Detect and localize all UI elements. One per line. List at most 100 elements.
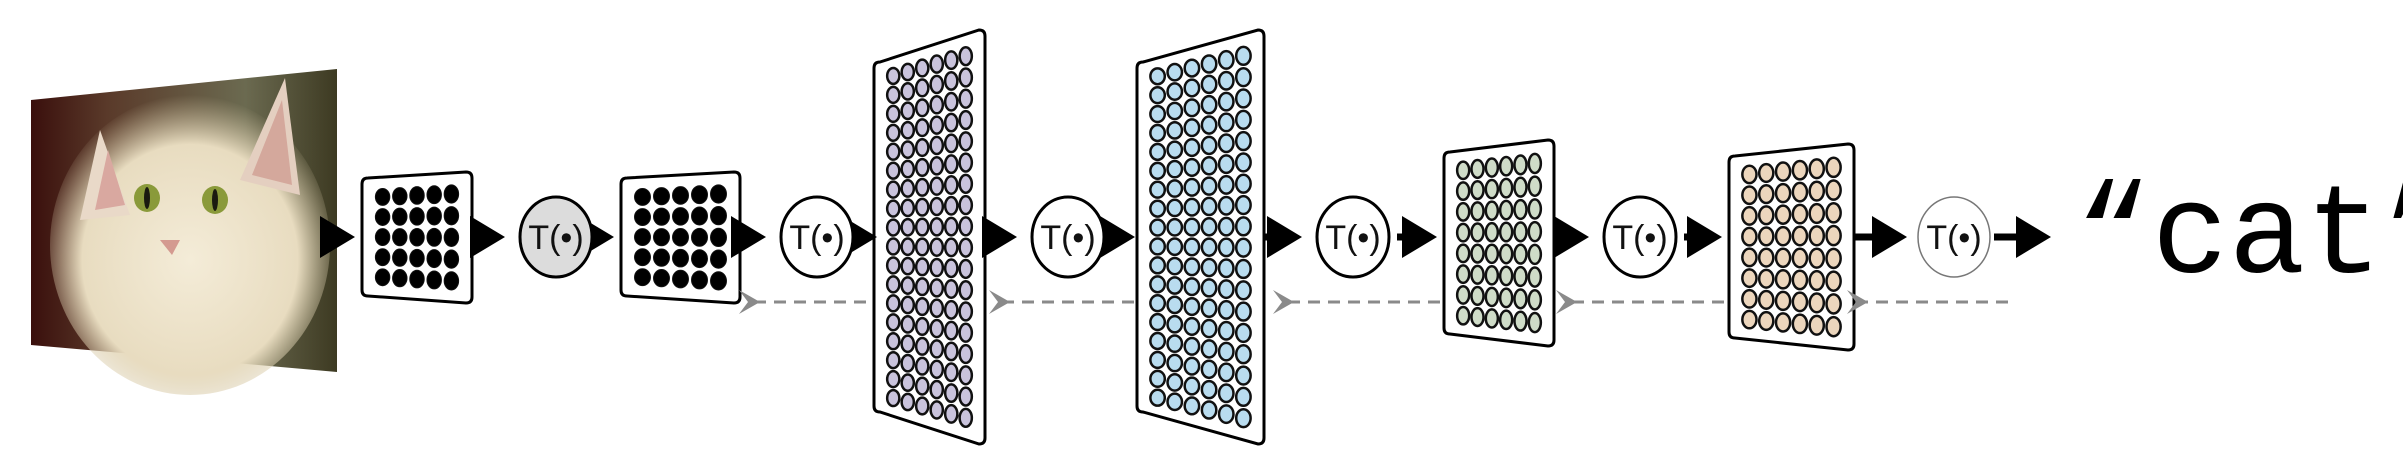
operator-label: T(•)	[789, 219, 844, 257]
transform-operator: T(•)	[1602, 195, 1678, 279]
neuron	[914, 137, 930, 158]
layer-2	[619, 170, 742, 305]
neuron	[958, 343, 974, 365]
neuron	[1825, 156, 1842, 179]
neuron	[1200, 237, 1218, 257]
neuron	[653, 269, 670, 288]
neuron	[1791, 247, 1809, 269]
neuron	[929, 54, 945, 74]
neuron	[929, 257, 945, 278]
neuron	[900, 120, 916, 140]
neuron	[943, 279, 959, 300]
neuron	[1774, 225, 1792, 247]
neuron	[1484, 200, 1500, 221]
neuron	[1217, 174, 1235, 195]
neuron	[943, 362, 959, 383]
neuron	[1234, 344, 1252, 365]
operator-label: T(•)	[1040, 219, 1095, 257]
neuron	[1200, 298, 1218, 319]
neuron	[691, 206, 708, 226]
neuron	[1527, 175, 1543, 197]
neuron	[958, 365, 974, 386]
neuron	[1183, 257, 1201, 277]
neuron	[900, 237, 916, 257]
neuron	[929, 196, 945, 217]
neuron	[1166, 159, 1184, 179]
neuron	[885, 123, 901, 142]
neuron	[885, 275, 901, 294]
operator-label: T(•)	[1325, 219, 1380, 257]
neuron	[1791, 225, 1809, 247]
neuron	[1513, 176, 1528, 198]
neuron	[409, 186, 425, 205]
neuron	[1149, 350, 1167, 370]
neuron	[885, 350, 901, 370]
neuron	[1149, 369, 1167, 389]
neuron	[1217, 91, 1235, 112]
transform-operator: T(•)	[1917, 196, 1991, 278]
neuron	[1513, 310, 1528, 332]
neuron	[1234, 386, 1252, 408]
neuron	[1217, 279, 1235, 300]
neuron	[1217, 112, 1235, 133]
neuron	[1183, 118, 1201, 138]
neuron	[710, 206, 727, 226]
neuron	[1183, 336, 1201, 356]
neuron	[943, 403, 959, 424]
neuron	[1200, 196, 1218, 217]
neuron	[426, 185, 442, 205]
neuron	[1149, 237, 1167, 256]
neuron	[943, 195, 959, 216]
neuron	[392, 269, 408, 288]
neuron	[943, 383, 959, 404]
neuron	[409, 269, 425, 289]
neuron	[929, 278, 945, 298]
neuron	[1183, 157, 1201, 178]
neuron	[900, 62, 916, 82]
neuron	[1200, 318, 1218, 339]
neuron	[1470, 264, 1485, 285]
neuron	[1149, 312, 1167, 332]
neuron	[900, 256, 916, 276]
neuron	[1527, 266, 1543, 288]
neuron	[710, 184, 727, 204]
neuron	[1527, 289, 1543, 311]
layer-3	[872, 28, 987, 446]
neuron	[1808, 225, 1826, 247]
operator-label: T(•)	[1612, 219, 1667, 257]
neuron	[1166, 179, 1184, 198]
neuron	[1234, 216, 1252, 237]
neuron	[1183, 296, 1201, 317]
neuron	[1741, 205, 1758, 226]
neuron	[929, 217, 945, 237]
neuron	[958, 131, 974, 152]
neuron	[1183, 396, 1201, 416]
neuron	[710, 227, 727, 248]
neuron	[1200, 115, 1218, 135]
neuron	[1791, 159, 1809, 181]
neuron	[929, 237, 945, 257]
neuron	[1470, 201, 1485, 222]
neuron	[914, 336, 930, 356]
neuron	[1166, 120, 1184, 140]
neuron	[392, 207, 408, 226]
neuron	[885, 313, 901, 332]
neuron	[443, 206, 460, 226]
neuron	[885, 104, 901, 124]
neuron	[1513, 198, 1528, 221]
neuron	[1791, 203, 1809, 225]
neuron	[1774, 204, 1792, 225]
neuron	[426, 227, 442, 247]
output-label: “cat”	[2075, 166, 2403, 311]
neuron	[1791, 313, 1809, 335]
neuron	[1200, 339, 1218, 359]
neuron	[914, 356, 930, 376]
neuron	[1183, 316, 1201, 337]
neuron	[1234, 45, 1252, 67]
neuron	[1200, 217, 1218, 237]
neuron	[1774, 269, 1792, 290]
neuron	[900, 159, 916, 179]
neuron	[1825, 179, 1842, 201]
neuron	[443, 249, 460, 269]
neuron	[1183, 137, 1201, 158]
